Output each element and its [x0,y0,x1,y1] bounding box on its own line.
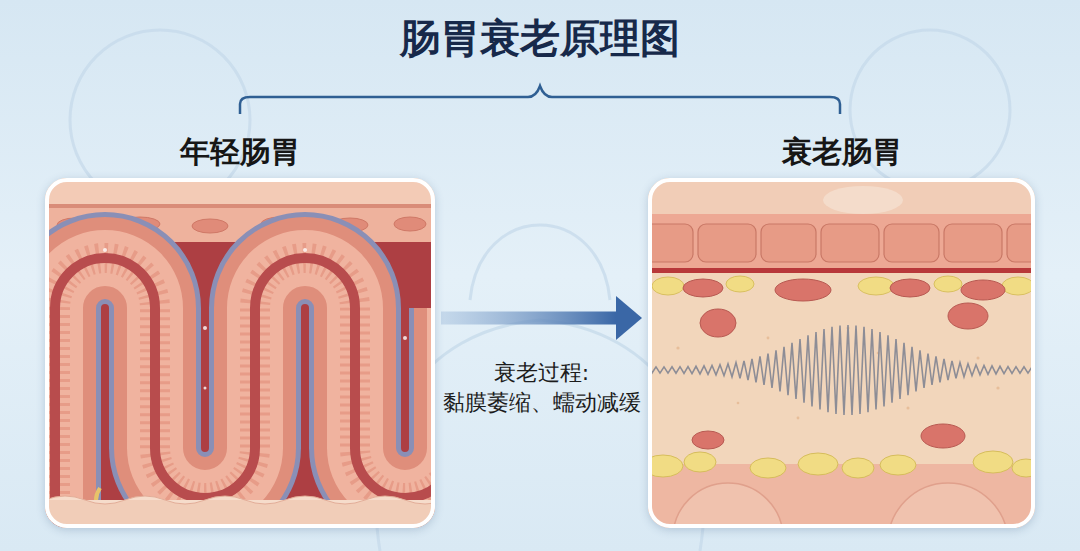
illustration-panel: 衰老肠胃 [648,178,1035,528]
panel-heading: 衰老肠胃 [782,134,902,170]
process-arrow [441,296,642,340]
illustration-panel: 年轻肠胃 [45,178,435,528]
diagram-title: 肠胃衰老原理图 [0,14,1080,62]
bracket [240,86,840,114]
panel-heading: 年轻肠胃 [180,134,300,170]
aged-intestine-art [648,178,1035,528]
process-note: 衰老过程: 黏膜萎缩、蠕动减缓 [440,358,644,417]
young-intestine-art [45,178,435,528]
